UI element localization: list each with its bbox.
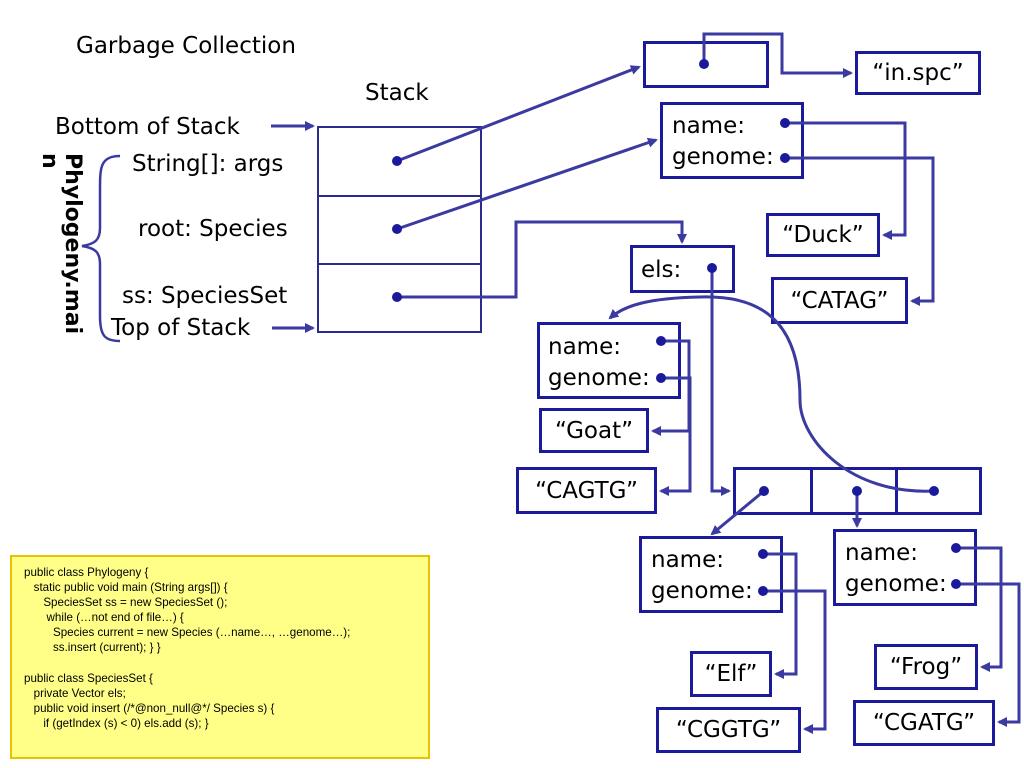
stack-slot-label-root: root: Species	[138, 216, 288, 242]
vector-cell-2-pointer	[608, 295, 935, 493]
code-line: static public void main (String args[]) …	[24, 581, 228, 595]
goat-genome-pointer	[659, 376, 692, 496]
stack-slot-label-args: String[]: args	[132, 151, 284, 177]
code-line: public void insert (/*@non_null@*/ Speci…	[24, 701, 275, 715]
goat-name-dot	[656, 336, 666, 346]
elf-genome-dot	[758, 586, 768, 596]
root-dot	[392, 224, 402, 234]
frog-genome-field: genome:	[845, 571, 947, 597]
duck-string-box: “Duck”	[766, 213, 880, 257]
root-species-box	[660, 102, 804, 179]
elf-genome-pointer	[763, 589, 827, 734]
args-pointer	[396, 65, 641, 163]
args-dot	[392, 156, 402, 166]
goat-species-box	[537, 322, 681, 399]
speciesset-box	[630, 245, 735, 293]
vector-cell-0-pointer	[710, 489, 765, 536]
frame-brace	[81, 154, 121, 343]
els-field: els:	[641, 257, 682, 283]
frog-genome-dot	[951, 579, 961, 589]
elf-genome-field: genome:	[651, 578, 753, 604]
frog-species-box	[833, 529, 977, 606]
goat-name-field: name:	[548, 334, 621, 360]
code-line: ss.insert (current); } }	[24, 641, 161, 655]
elf-string-box: “Elf”	[690, 651, 772, 697]
root-name-pointer	[785, 121, 907, 240]
frog-genome-pointer	[956, 582, 1021, 727]
frog-name-pointer	[956, 546, 1003, 672]
args-element-dot	[699, 59, 709, 69]
frame-label-line1: Phylogeny.mai	[60, 153, 85, 335]
cgatg-string-box: “CGATG”	[853, 700, 995, 746]
vector-cell-0	[733, 467, 813, 515]
frame-label-line2: n	[36, 153, 62, 169]
elf-name-field: name:	[651, 547, 724, 573]
cagtg-string-box: “CAGTG”	[516, 467, 657, 514]
frog-name-field: name:	[845, 540, 918, 566]
elf-species-box	[639, 536, 783, 613]
code-listing: public class Phylogeny { static public v…	[10, 555, 430, 759]
code-line: Species current = new Species (…name…, ……	[24, 626, 351, 640]
frog-string-box: “Frog”	[874, 644, 978, 690]
stack-label: Stack	[365, 80, 429, 106]
slide-title: Garbage Collection	[76, 33, 296, 59]
vector-cell-2-dot	[929, 486, 939, 496]
goat-genome-dot	[656, 373, 666, 383]
frame-label: Phylogeny.mai n	[34, 153, 85, 393]
goat-name-pointer	[651, 339, 691, 436]
code-line: public class SpeciesSet {	[24, 671, 153, 685]
root-name-dot	[780, 118, 790, 128]
goat-genome-field: genome:	[548, 365, 650, 391]
ss-pointer	[397, 220, 687, 299]
vector-cell-1-dot	[852, 486, 862, 496]
catag-string-box: “CATAG”	[771, 277, 908, 324]
code-line: if (getIndex (s) < 0) els.add (s); }	[24, 716, 209, 730]
elf-name-dot	[758, 549, 768, 559]
els-dot	[707, 263, 717, 273]
code-line: SpeciesSet ss = new SpeciesSet ();	[24, 596, 228, 610]
top-of-stack-label: Top of Stack	[111, 315, 251, 341]
code-line: private Vector els;	[24, 686, 126, 700]
els-pointer	[710, 268, 731, 496]
root-genome-field: genome:	[672, 144, 774, 170]
vector-cell-2	[895, 467, 982, 515]
ss-dot	[392, 292, 402, 302]
frog-name-dot	[951, 543, 961, 553]
vector-cell-0-dot	[759, 486, 769, 496]
cggtg-string-box: “CGGTG”	[656, 707, 801, 753]
goat-string-box: “Goat”	[539, 408, 649, 453]
elf-name-pointer	[763, 552, 798, 679]
root-genome-pointer	[785, 156, 935, 306]
root-genome-dot	[780, 153, 790, 163]
stack-slot-label-ss: ss: SpeciesSet	[122, 283, 288, 309]
code-line: public class Phylogeny {	[24, 566, 149, 579]
root-name-field: name:	[672, 113, 745, 139]
args-element-pointer	[702, 32, 853, 78]
root-pointer	[396, 137, 658, 231]
args-string-box: “in.spc”	[855, 51, 981, 95]
code-line: while (…not end of file…) {	[24, 611, 184, 625]
bottom-of-stack-label: Bottom of Stack	[55, 114, 240, 140]
